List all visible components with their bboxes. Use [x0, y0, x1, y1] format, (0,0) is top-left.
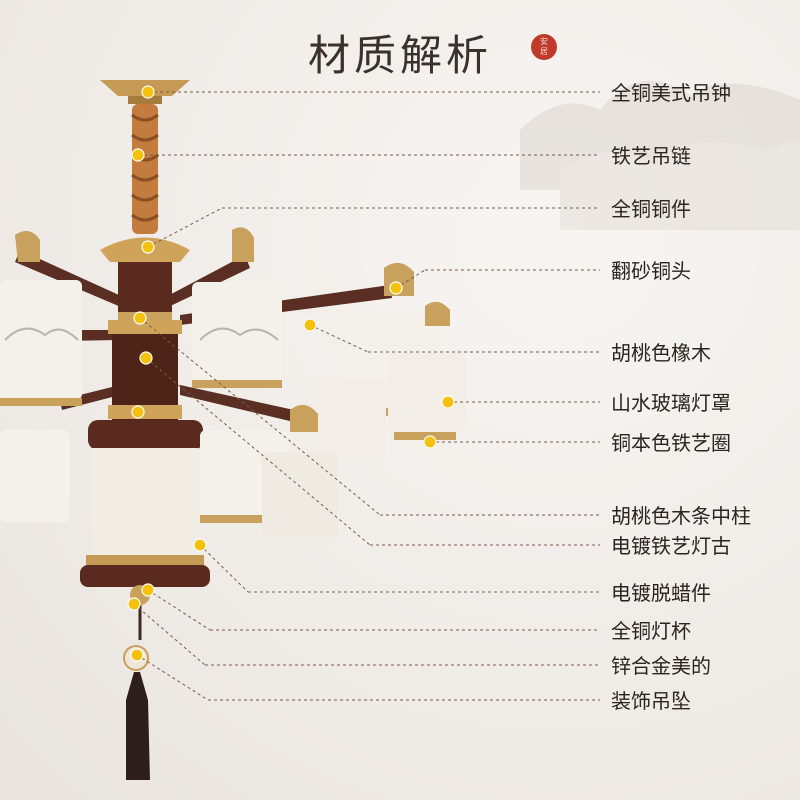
label-pendant: 装饰吊坠	[611, 689, 691, 713]
glass-shades	[0, 280, 466, 538]
dot-lost-wax	[131, 405, 145, 419]
leader-lines	[133, 91, 600, 701]
mountain-backdrop	[520, 80, 800, 230]
dot-chain	[131, 148, 145, 162]
label-chain: 铁艺吊链	[611, 144, 691, 168]
hanging-chain	[131, 104, 159, 234]
label-canopy: 全铜美式吊钟	[611, 81, 731, 105]
seal-stamp: 安居	[531, 34, 557, 60]
dot-walnut	[303, 318, 317, 332]
dot-pendant	[130, 648, 144, 662]
dot-lamp-cup	[141, 583, 155, 597]
dot-iron-ring	[423, 435, 437, 449]
callout-dots	[127, 85, 455, 662]
label-iron-lamp: 电镀铁艺灯古	[611, 534, 731, 558]
label-iron-ring: 铜本色铁艺圈	[611, 431, 731, 455]
dot-side-rail	[193, 538, 207, 552]
dot-glass-shade	[441, 395, 455, 409]
central-column	[80, 320, 210, 587]
dot-central-column	[133, 311, 147, 325]
page-title: 材质解析	[308, 31, 493, 80]
dot-brass-part	[141, 240, 155, 254]
label-zinc-alloy: 锌合金美的	[611, 654, 711, 678]
dot-iron-lamp	[139, 351, 153, 365]
dot-zinc-alloy	[127, 597, 141, 611]
tassel-pendant	[123, 585, 150, 780]
label-brass-part: 全铜铜件	[611, 197, 691, 221]
label-central-column: 胡桃色木条中柱	[611, 504, 751, 528]
label-glass-shade: 山水玻璃灯罩	[611, 391, 731, 415]
dot-canopy	[141, 85, 155, 99]
label-lost-wax: 电镀脱蜡件	[611, 581, 711, 605]
label-brass-head: 翻砂铜头	[611, 259, 691, 283]
label-lamp-cup: 全铜灯杯	[611, 619, 691, 643]
label-walnut: 胡桃色橡木	[611, 341, 711, 365]
dot-brass-head	[389, 281, 403, 295]
